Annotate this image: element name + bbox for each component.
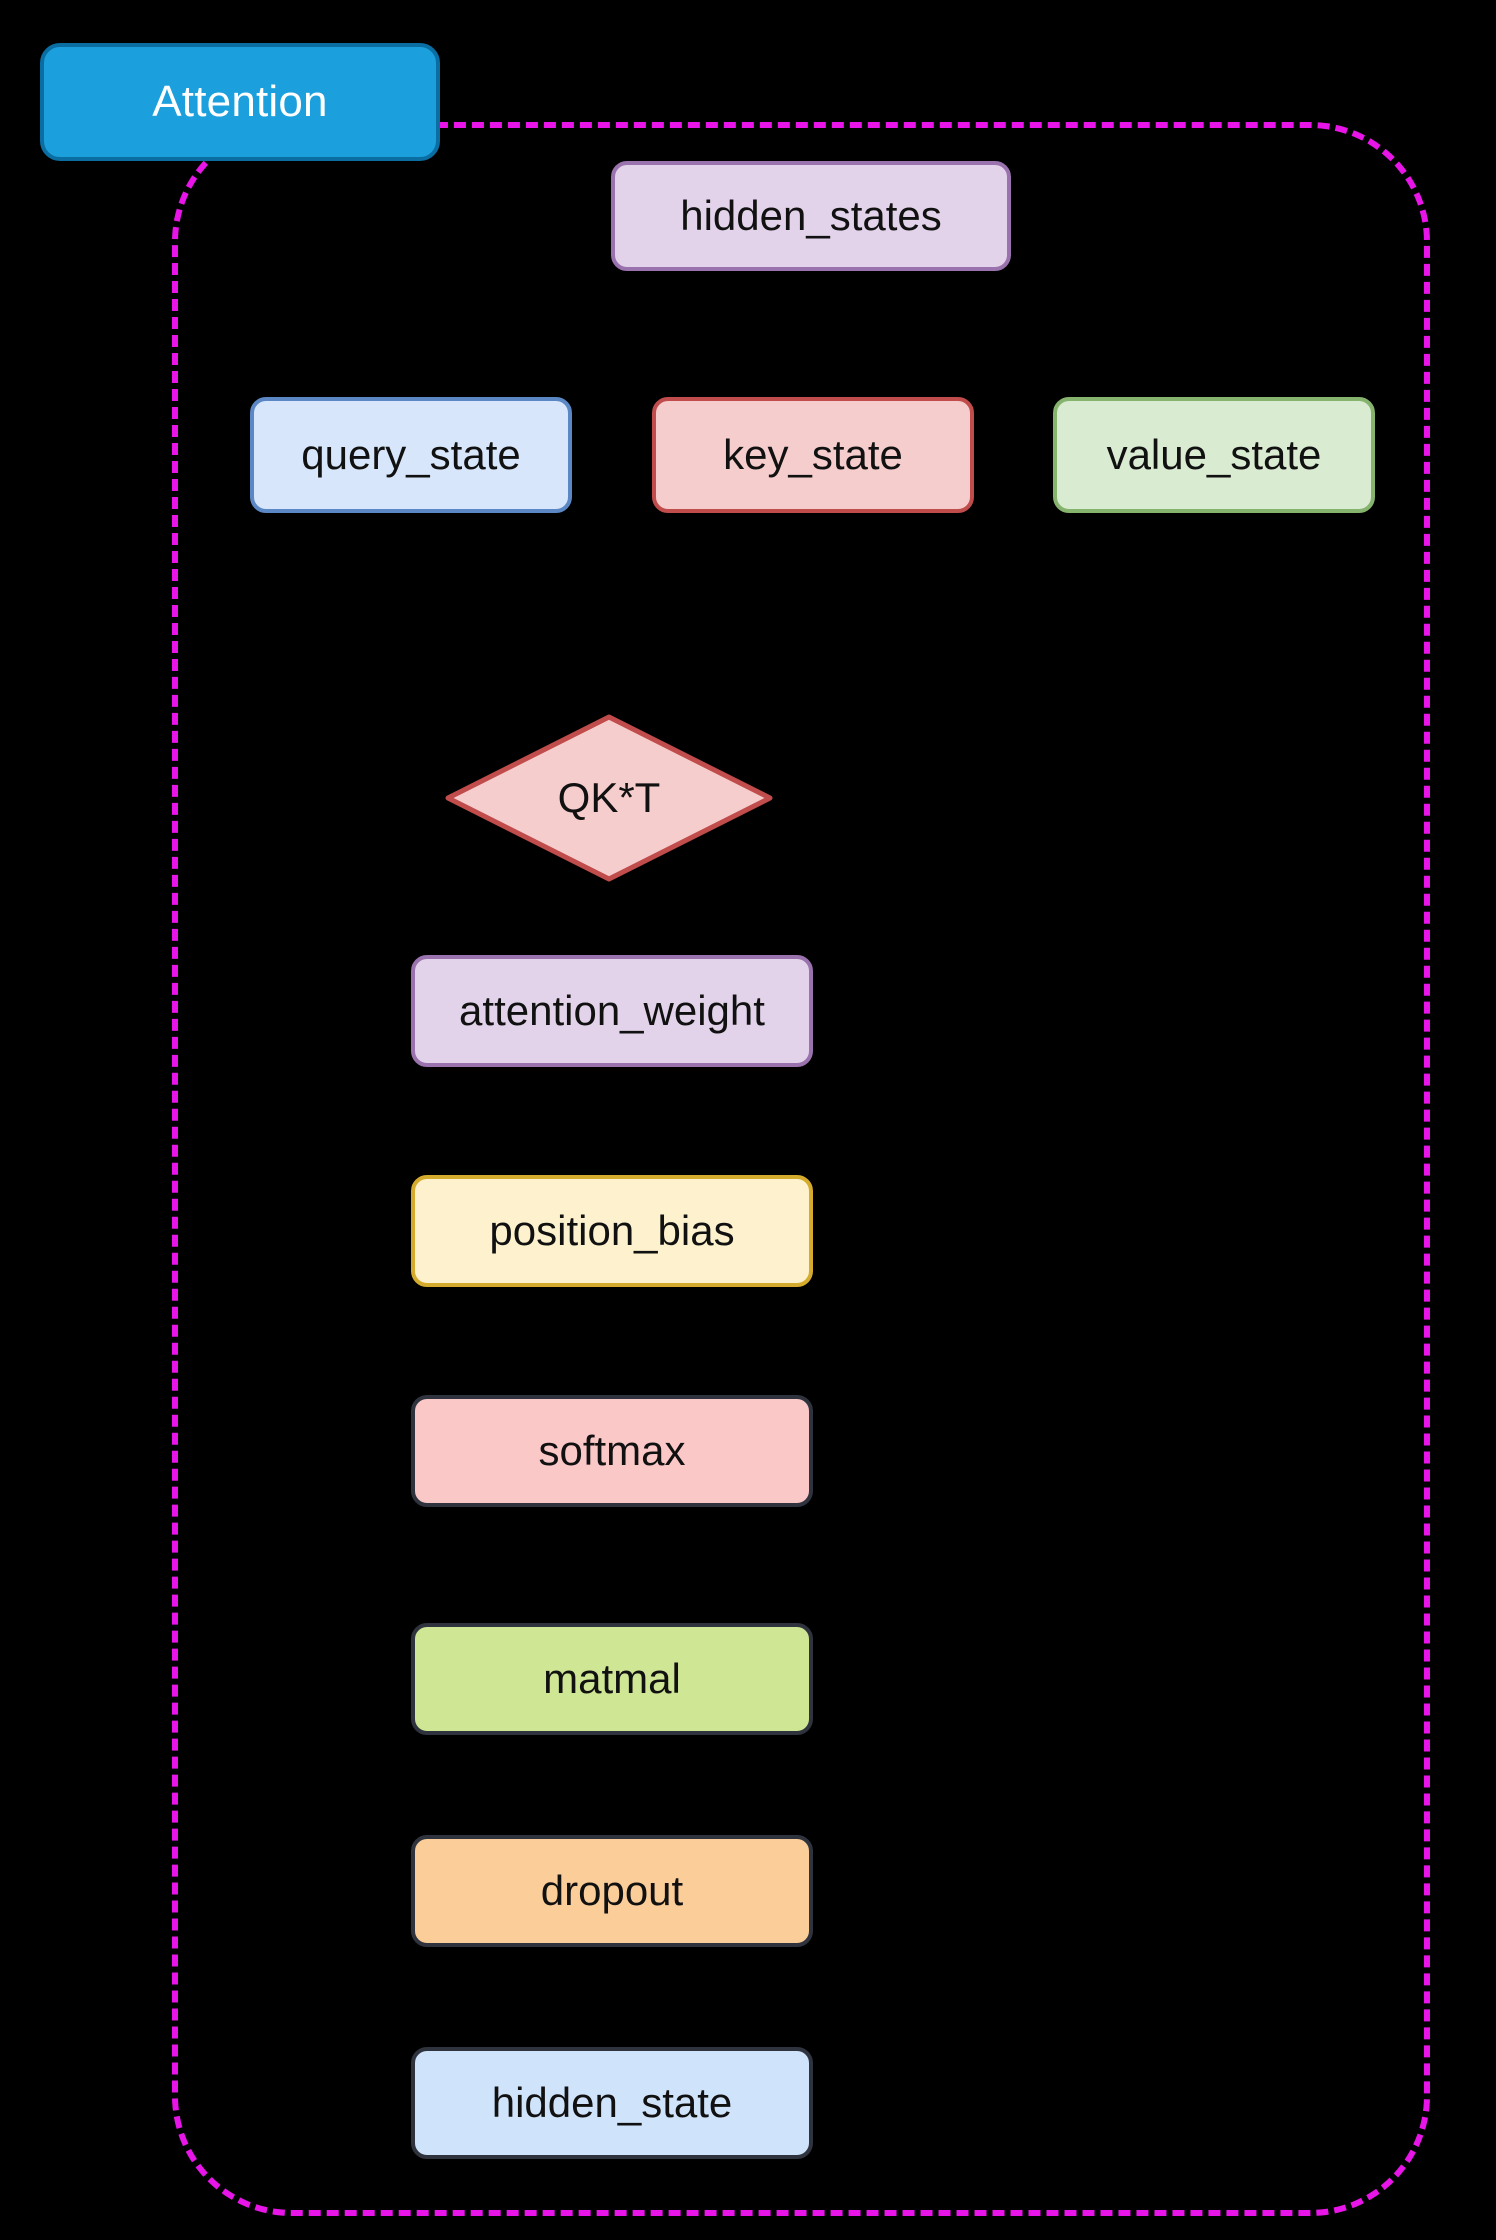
node-key-state[interactable]: key_state [652,397,974,513]
node-position-bias[interactable]: position_bias [411,1175,813,1287]
node-softmax[interactable]: softmax [411,1395,813,1507]
node-query-state[interactable]: query_state [250,397,572,513]
node-qkt[interactable]: QK*T [444,713,774,883]
node-label: hidden_state [491,2079,733,2126]
subgraph-boundary-attention [172,122,1430,2216]
node-label: value_state [1106,431,1322,478]
node-label: dropout [540,1867,684,1914]
node-dropout[interactable]: dropout [411,1835,813,1947]
node-label: attention_weight [459,987,765,1034]
node-label: softmax [538,1427,686,1474]
node-label: position_bias [489,1207,735,1254]
subgraph-title-label: Attention [152,77,328,126]
node-hidden-states[interactable]: hidden_states [611,161,1011,271]
node-label: hidden_states [680,192,942,239]
node-attention-weight[interactable]: attention_weight [411,955,813,1067]
node-value-state[interactable]: value_state [1053,397,1375,513]
node-matmal[interactable]: matmal [411,1623,813,1735]
subgraph-title-attention[interactable]: Attention [40,43,440,161]
diamond-shape-icon [445,714,773,882]
node-label: matmal [543,1655,681,1702]
node-label: key_state [723,431,903,478]
node-hidden-state[interactable]: hidden_state [411,2047,813,2159]
node-label: query_state [301,431,521,478]
